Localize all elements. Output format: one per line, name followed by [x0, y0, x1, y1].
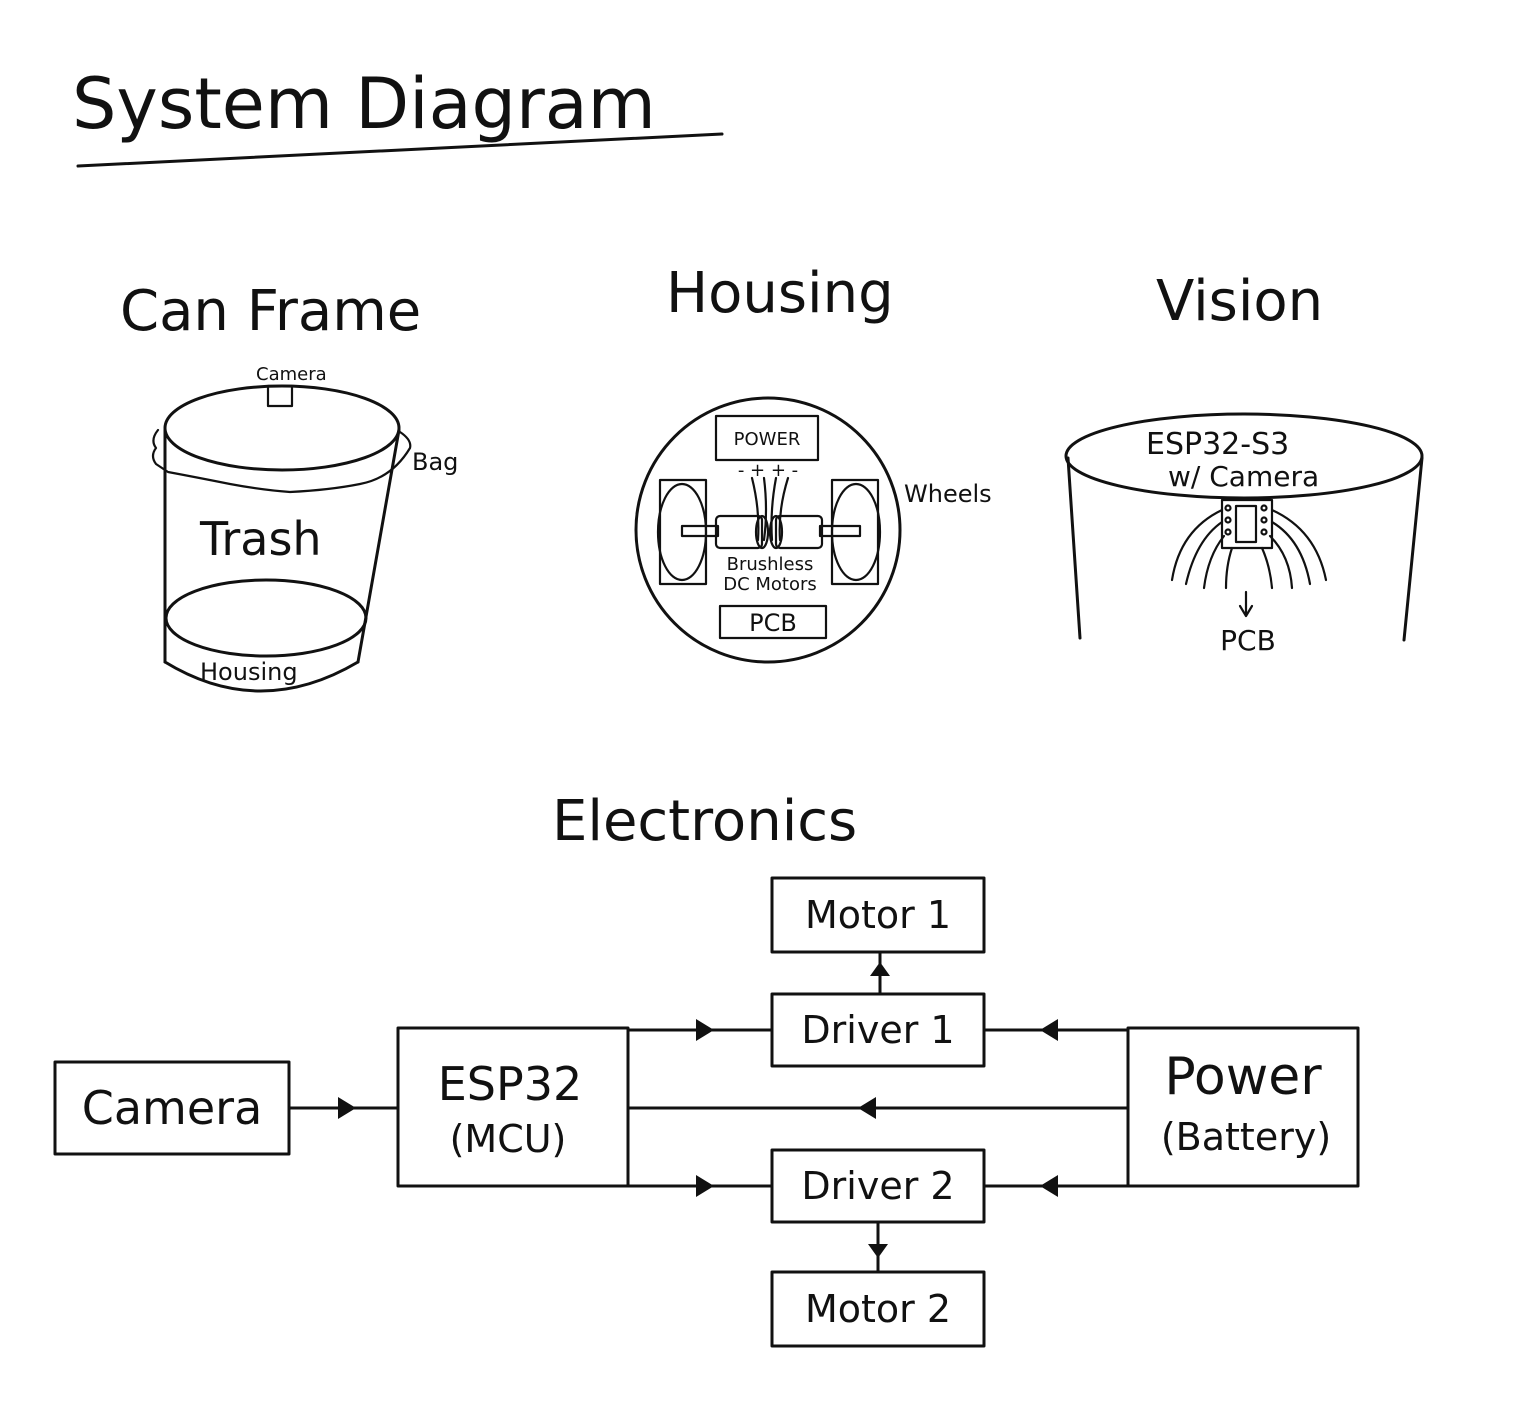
arrow-power-mcu: [858, 1097, 876, 1119]
vision-right-wall: [1402, 456, 1424, 642]
can-bag-edge: [151, 428, 412, 494]
can-frame-section: Can Frame Camera Bag Trash Housing: [120, 279, 458, 693]
housing-wheels-label: Wheels: [904, 480, 992, 508]
power-label-1: Power: [1164, 1047, 1322, 1107]
housing-left-wheel: [656, 482, 708, 582]
motor2-label: Motor 2: [805, 1287, 951, 1331]
housing-power-box: [714, 414, 820, 462]
driver1-label: Driver 1: [801, 1008, 954, 1052]
vision-pcb-label: PCB: [1220, 624, 1276, 657]
arrow-power-driver1: [1040, 1019, 1058, 1041]
arrow-mcu-driver2: [696, 1175, 714, 1197]
housing-motors-label-2: DC Motors: [723, 574, 817, 595]
can-housing-top: [164, 578, 368, 658]
arrow-camera-mcu: [338, 1097, 356, 1119]
housing-wire-4: [778, 476, 790, 542]
vision-section: Vision ESP32-S3 w/ Camera PCB: [1064, 269, 1424, 657]
motor1-label: Motor 1: [805, 893, 951, 937]
housing-heading: Housing: [666, 261, 894, 326]
vision-chip-pin: [1260, 516, 1268, 524]
housing-left-axle: [680, 524, 720, 538]
housing-pcb-label: PCB: [749, 609, 797, 637]
vision-wire: [1268, 534, 1294, 590]
arrow-mcu-driver1: [696, 1019, 714, 1041]
arrow-driver1-motor1: [870, 962, 890, 976]
vision-chip-pin: [1224, 504, 1232, 512]
housing-wire-3: [770, 476, 778, 542]
vision-wire: [1260, 546, 1274, 590]
vision-chip-pin: [1260, 504, 1268, 512]
arrow-power-driver2: [1040, 1175, 1058, 1197]
housing-left-motor: [714, 514, 764, 550]
vision-wire: [1270, 520, 1312, 586]
vision-chip-pin: [1224, 528, 1232, 536]
electronics-section: Electronics Motor 1 Driver 1 Driver 2 Mo…: [53, 789, 1360, 1348]
vision-down-arrow-head: [1238, 604, 1254, 618]
vision-wire: [1184, 520, 1224, 586]
can-camera-label: Camera: [256, 364, 327, 385]
housing-left-motor-end: [754, 514, 770, 550]
vision-lid-ellipse: [1064, 412, 1424, 500]
vision-camera-lens: [1234, 504, 1258, 544]
housing-right-axle: [818, 524, 862, 538]
electronics-heading: Electronics: [552, 789, 857, 854]
vision-wire: [1270, 508, 1328, 582]
vision-wire: [1170, 508, 1224, 582]
mcu-label-2: (MCU): [450, 1117, 567, 1161]
arrow-driver2-motor2: [868, 1244, 888, 1258]
housing-right-wheel: [830, 482, 882, 582]
can-top-rim: [163, 384, 401, 472]
camera-block-label: Camera: [82, 1081, 263, 1135]
can-bag-label: Bag: [412, 448, 458, 476]
vision-chip-pin: [1224, 516, 1232, 524]
vision-wire: [1224, 546, 1234, 590]
housing-polarity-label: - + + -: [738, 460, 798, 481]
housing-right-motor-end: [768, 514, 784, 550]
driver2-label: Driver 2: [801, 1164, 954, 1208]
vision-board-label-1: ESP32-S3: [1146, 427, 1289, 462]
housing-right-motor: [774, 514, 824, 550]
can-housing-label: Housing: [200, 658, 298, 686]
vision-wire: [1202, 534, 1226, 590]
power-label-2: (Battery): [1161, 1115, 1331, 1159]
mcu-label-1: ESP32: [438, 1057, 583, 1111]
can-bottom-curve: [163, 660, 360, 693]
motor1-block: [770, 876, 986, 954]
housing-power-label: POWER: [734, 429, 801, 450]
can-frame-heading: Can Frame: [120, 279, 421, 344]
title-underline: [76, 132, 724, 168]
page-title: System Diagram: [72, 63, 656, 145]
housing-circle: [634, 396, 902, 664]
housing-pcb-box: [718, 604, 828, 640]
housing-wire-1: [750, 476, 760, 542]
vision-board-label-2: w/ Camera: [1168, 460, 1319, 493]
can-camera-module: [266, 384, 294, 408]
housing-motors-label-1: Brushless: [727, 554, 814, 575]
vision-camera-chip: [1220, 498, 1274, 550]
housing-wire-2: [762, 476, 768, 542]
vision-heading: Vision: [1156, 269, 1323, 334]
vision-chip-pin: [1260, 528, 1268, 536]
vision-left-wall: [1066, 456, 1082, 640]
housing-section: Housing POWER - + + - Wheels Brushless D…: [634, 261, 992, 664]
can-trash-label: Trash: [199, 512, 322, 566]
